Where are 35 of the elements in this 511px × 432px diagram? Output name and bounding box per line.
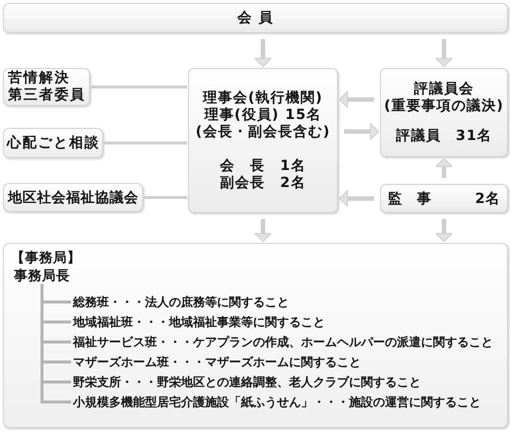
list-item: 地域福祉班・・・地域福祉事業等に関すること (73, 314, 325, 330)
connector-line (91, 86, 187, 88)
arrow (254, 219, 272, 242)
connector-line (104, 142, 187, 144)
org-label: 理事会(執行機関) (203, 90, 323, 106)
arrow (339, 190, 374, 207)
list-item: 福祉サービス班・・・ケアプランの作成、ホームヘルパーの派遣に関すること (73, 334, 493, 350)
org-box: 会 員 (3, 3, 508, 33)
org-label: (重要事項の議決) (384, 98, 504, 114)
org-box: 苦情解決第三者委員 (3, 68, 90, 106)
org-box (380, 68, 508, 157)
list-item: 野栄支所・・・野栄地区との連絡調整、老人クラブに関すること (73, 374, 421, 390)
org-box: 監 事 2名 (380, 184, 508, 213)
org-label: 会 長 1名 (220, 158, 306, 174)
arrow (254, 39, 272, 67)
arrow (339, 91, 374, 108)
list-item: 小規模多機能型居宅介護施設「紙ふうせん」・・・施設の運営に関すること (73, 394, 481, 410)
org-label: 副会長 2名 (220, 174, 306, 192)
role-label: 事務局長 (14, 268, 70, 284)
org-box: 心配ごと相談 (3, 128, 103, 158)
section-heading: 【事務局】 (11, 250, 81, 267)
org-label: 理事(役員) 15名 (204, 106, 322, 124)
org-label: (会長・副会長含む) (196, 124, 330, 140)
org-box (188, 68, 338, 213)
office-panel (3, 243, 508, 428)
arrow (344, 123, 379, 140)
connector-line (144, 196, 187, 199)
org-box: 地区社会福祉協議会 (3, 183, 143, 212)
list-item: 総務班・・・法人の庶務等に関すること (73, 294, 289, 310)
arrow (436, 219, 452, 242)
arrow (436, 39, 452, 67)
org-label: 評議員会 (414, 80, 474, 98)
arrow (436, 158, 452, 178)
org-label: 評議員 31名 (396, 128, 492, 144)
list-item: マザーズホーム班・・・マザーズホームに関すること (73, 354, 361, 370)
